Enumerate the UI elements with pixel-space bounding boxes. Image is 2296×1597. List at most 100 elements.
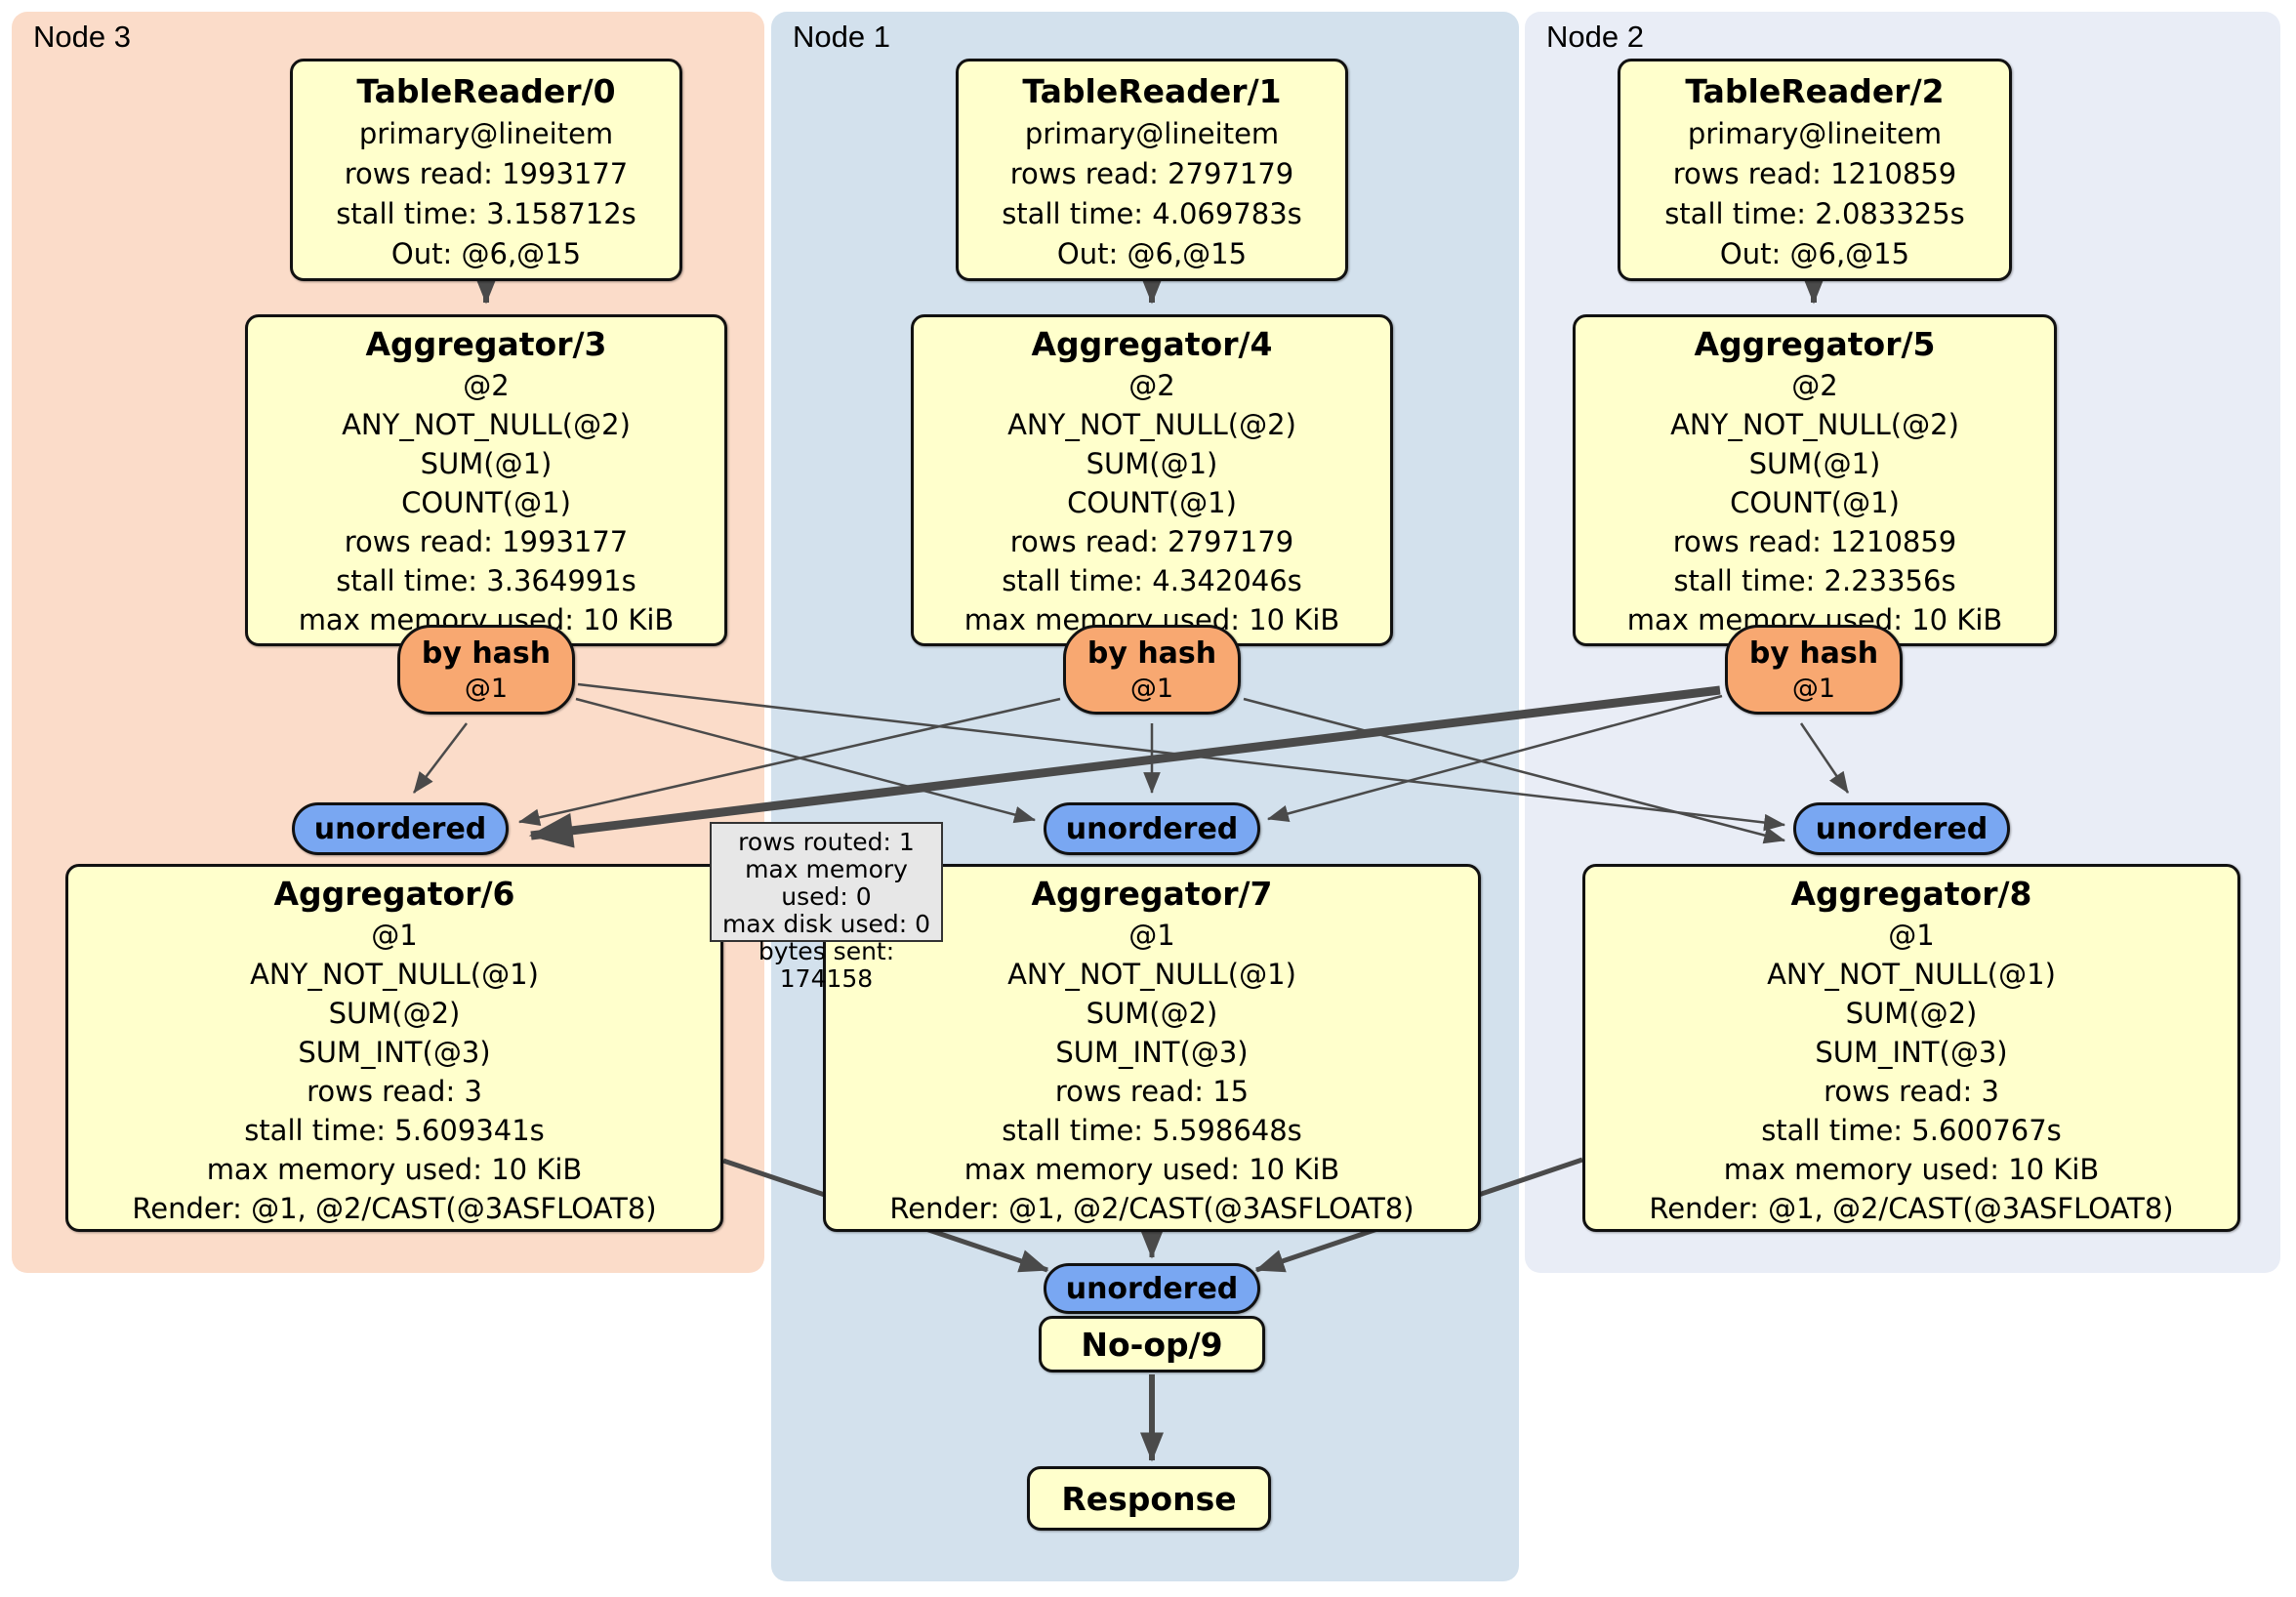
detail-line: @1 [1128,919,1175,952]
edge-router1-sync2[interactable] [1243,697,1786,844]
detail-line: rows read: 3 [1824,1075,1999,1108]
detail-line: ANY_NOT_NULL(@2) [342,408,631,441]
processor-title: Aggregator/8 [1790,875,2032,913]
sync-unordered-node3: unordered [292,802,509,855]
detail-line: stall time: 5.598648s [1002,1114,1302,1147]
detail-line: SUM(@2) [1086,997,1218,1030]
detail-line: stall time: 5.609341s [244,1114,545,1147]
sync-unordered-final: unordered [1044,1263,1260,1314]
router-label: by hash [1748,636,1879,671]
sync-label: unordered [313,811,487,846]
detail-line: stall time: 4.342046s [1002,564,1302,597]
detail-line: rows read: 1210859 [1672,525,1957,558]
detail-line: max memory used: 0 [745,855,908,911]
detail-line: stall time: 4.069783s [1002,197,1302,230]
processor-title: Aggregator/5 [1694,325,1936,363]
sync-unordered-node1: unordered [1044,802,1260,855]
detail-line: @1 [371,919,418,952]
detail-line: Render: @1, @2/CAST(@3ASFLOAT8) [1649,1192,2174,1225]
detail-line: max disk used: 0 [721,910,931,938]
detail-line: max memory used: 10 KiB [1723,1153,2100,1186]
sync-unordered-node2: unordered [1793,802,2010,855]
processor-title: Response [1061,1479,1237,1518]
detail-line: COUNT(@1) [1067,486,1237,519]
processor-title: TableReader/2 [1685,72,1945,110]
detail-line: SUM(@2) [328,997,461,1030]
edge-router2-sync3-highlighted[interactable] [528,685,1721,848]
detail-line: SUM_INT(@3) [1055,1036,1249,1069]
processor-title: Aggregator/7 [1031,875,1273,913]
detail-line: rows read: 3 [307,1075,482,1108]
detail-line: rows read: 1210859 [1672,157,1957,190]
detail-line: SUM(@1) [1086,447,1218,480]
detail-line: ANY_NOT_NULL(@1) [250,958,539,991]
processor-tablereader-1: TableReader/1 primary@lineitem rows read:… [956,59,1348,281]
detail-line: ANY_NOT_NULL(@2) [1670,408,1959,441]
detail-line: bytes sent: 174158 [758,937,895,993]
detail-line: rows read: 2797179 [1009,157,1294,190]
processor-title: Aggregator/6 [273,875,515,913]
edge-router2-sync1[interactable] [1266,694,1723,823]
processor-title: Aggregator/3 [365,325,607,363]
detail-line: rows read: 15 [1054,1075,1250,1108]
detail-line: rows routed: 1 [738,828,915,856]
edge-router1-sync3[interactable] [517,697,1061,826]
node-region-label: Node 3 [33,20,131,54]
detail-line: SUM_INT(@3) [298,1036,491,1069]
detail-line: ANY_NOT_NULL(@2) [1007,408,1296,441]
detail-line: @2 [463,369,510,402]
detail-line: rows read: 2797179 [1009,525,1294,558]
node-region-label: Node 2 [1546,20,1644,54]
detail-line: primary@lineitem [1024,117,1280,150]
router-by-hash-node2: by hash @1 [1725,625,1903,715]
detail-line: Out: @6,@15 [1056,237,1248,270]
detail-line: ANY_NOT_NULL(@1) [1767,958,2056,991]
detail-line: max memory used: 10 KiB [206,1153,583,1186]
edge-router3-sync3[interactable] [413,722,468,794]
node-region-label: Node 1 [793,20,890,54]
detail-line: rows read: 1993177 [344,157,629,190]
sync-label: unordered [1065,811,1239,846]
router-by-hash-node3: by hash @1 [397,625,575,715]
detail-line: COUNT(@1) [401,486,571,519]
processor-title: No-op/9 [1081,1325,1223,1364]
detail-line: stall time: 2.083325s [1664,197,1965,230]
processor-title: TableReader/1 [1022,72,1282,110]
detail-line: @1 [1888,919,1935,952]
detail-line: rows read: 1993177 [344,525,629,558]
detail-line: COUNT(@1) [1730,486,1900,519]
detail-line: max memory used: 10 KiB [964,1153,1340,1186]
detail-line: @2 [1128,369,1175,402]
detail-line: SUM(@2) [1845,997,1978,1030]
detail-line: SUM(@1) [1748,447,1881,480]
detail-line: @2 [1791,369,1838,402]
detail-line: SUM_INT(@3) [1815,1036,2008,1069]
router-columns: @1 [1129,674,1174,704]
edge-router2-sync2[interactable] [1799,722,1850,794]
router-columns: @1 [1791,674,1836,704]
edge-router3-sync1[interactable] [575,697,1037,824]
router-columns: @1 [464,674,509,704]
processor-details: primary@lineitem rows read: 2797179 stall … [959,114,1345,274]
detail-line: primary@lineitem [358,117,614,150]
processor-title: Aggregator/4 [1031,325,1273,363]
sync-label: unordered [1815,811,1988,846]
sync-label: unordered [1065,1271,1239,1306]
detail-line: Out: @6,@15 [1719,237,1910,270]
detail-line: SUM(@1) [420,447,553,480]
